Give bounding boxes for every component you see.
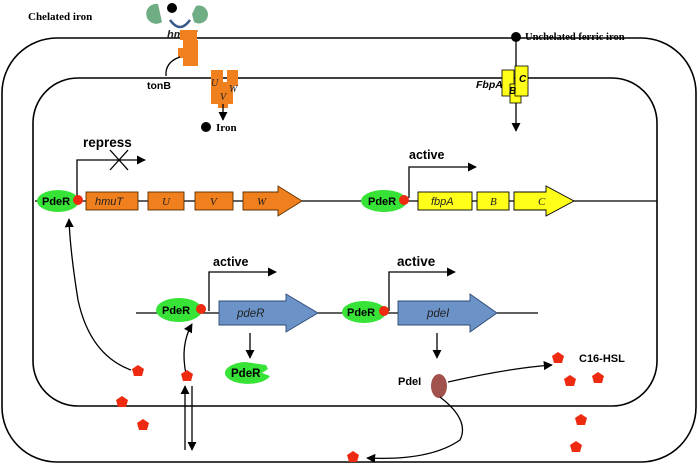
signal-molecule bbox=[137, 419, 149, 430]
signal-molecule bbox=[132, 365, 144, 376]
gene-hmuW: W bbox=[257, 196, 267, 208]
pdei-protein-label: PdeI bbox=[398, 376, 421, 388]
pder-protein-hmu bbox=[37, 190, 79, 212]
gene-pder: pdeR bbox=[236, 308, 265, 320]
pder-product-label: PdeR bbox=[231, 368, 261, 380]
fbp-C-label: C bbox=[519, 74, 527, 85]
active-fbp-label: active bbox=[409, 148, 444, 162]
pdei-to-c16hsl-arrow bbox=[447, 361, 553, 383]
pdei-export-arrow bbox=[366, 396, 464, 463]
pder-product bbox=[224, 362, 270, 384]
chelated-iron-label: Chelated iron bbox=[28, 11, 92, 23]
hmu-genes bbox=[85, 185, 303, 217]
signal-molecules bbox=[116, 352, 604, 462]
gene-hmuV: V bbox=[210, 196, 218, 208]
gene-hmuU: U bbox=[162, 196, 171, 208]
gene-pder-arrow bbox=[218, 293, 319, 333]
pder-protein-pder-label: PdeR bbox=[162, 305, 190, 317]
signal-bound-fbp bbox=[399, 195, 409, 205]
hmu-V-label: V bbox=[220, 92, 228, 103]
signal-bound-pder bbox=[196, 304, 206, 314]
tonB-label: tonB bbox=[147, 80, 171, 92]
gene-fbpA: fbpA bbox=[431, 196, 454, 208]
hmuT-receptor bbox=[178, 30, 198, 66]
repress-label: repress bbox=[83, 135, 132, 150]
signal-bound-hmu bbox=[73, 195, 83, 205]
pder-promoter-arrow bbox=[208, 267, 277, 311]
hmu-promoter-arrow bbox=[76, 155, 146, 201]
active-pder-label: active bbox=[213, 255, 248, 269]
fbp-A-label: FbpA bbox=[476, 79, 503, 91]
fbp-promoter-arrow bbox=[408, 162, 477, 198]
pder-protein-hmu-label: PdeR bbox=[42, 196, 70, 208]
unchelated-iron-label: Unchelated ferric iron bbox=[525, 32, 625, 43]
pder-protein-pdei-label: PdeR bbox=[347, 307, 375, 319]
pder-protein-fbp-label: PdeR bbox=[368, 196, 396, 208]
unchelated-iron-dot bbox=[511, 32, 521, 42]
tonB-link bbox=[165, 56, 181, 77]
signal-to-hmu-pder-arrow bbox=[64, 218, 132, 371]
c16-hsl-label: C16-HSL bbox=[579, 353, 625, 365]
pdei-enzyme bbox=[431, 374, 447, 398]
signal-molecule bbox=[347, 451, 359, 462]
chelated-iron-complex bbox=[146, 3, 208, 29]
pder-protein-fbp bbox=[361, 190, 407, 212]
hmu-repression-cross bbox=[109, 149, 129, 171]
active-pdei-label: active bbox=[397, 254, 436, 269]
pder-protein-pder bbox=[156, 298, 202, 322]
iron-dot bbox=[201, 122, 211, 132]
fbp-genes bbox=[417, 185, 575, 217]
gene-fbpB: B bbox=[490, 196, 497, 208]
signal-molecule bbox=[552, 352, 564, 363]
gene-fbpC: C bbox=[538, 196, 546, 208]
gene-pdei: pdeI bbox=[426, 308, 450, 320]
signal-molecule bbox=[116, 396, 128, 407]
inner-membrane bbox=[32, 77, 658, 407]
signal-molecule bbox=[592, 372, 604, 383]
signal-bound-pdei bbox=[379, 306, 389, 316]
signal-molecule bbox=[564, 375, 576, 386]
signal-molecule bbox=[181, 370, 193, 381]
pder-protein-pdei bbox=[342, 301, 386, 323]
fbpABC-transporter bbox=[501, 65, 529, 104]
fbp-B-label: B bbox=[509, 86, 516, 97]
hmu-W-label: W bbox=[229, 84, 239, 95]
signal-molecule bbox=[575, 414, 587, 425]
signal-molecule bbox=[570, 441, 582, 452]
gene-hmuT: hmuT bbox=[95, 196, 124, 208]
gene-pdei-arrow bbox=[397, 293, 498, 333]
signal-to-pder-gene-arrow bbox=[183, 323, 193, 375]
iron-label: Iron bbox=[216, 122, 237, 134]
pdei-promoter-arrow bbox=[388, 267, 456, 311]
hmu-U-label: U bbox=[211, 78, 219, 89]
outer-membrane bbox=[1, 37, 697, 463]
